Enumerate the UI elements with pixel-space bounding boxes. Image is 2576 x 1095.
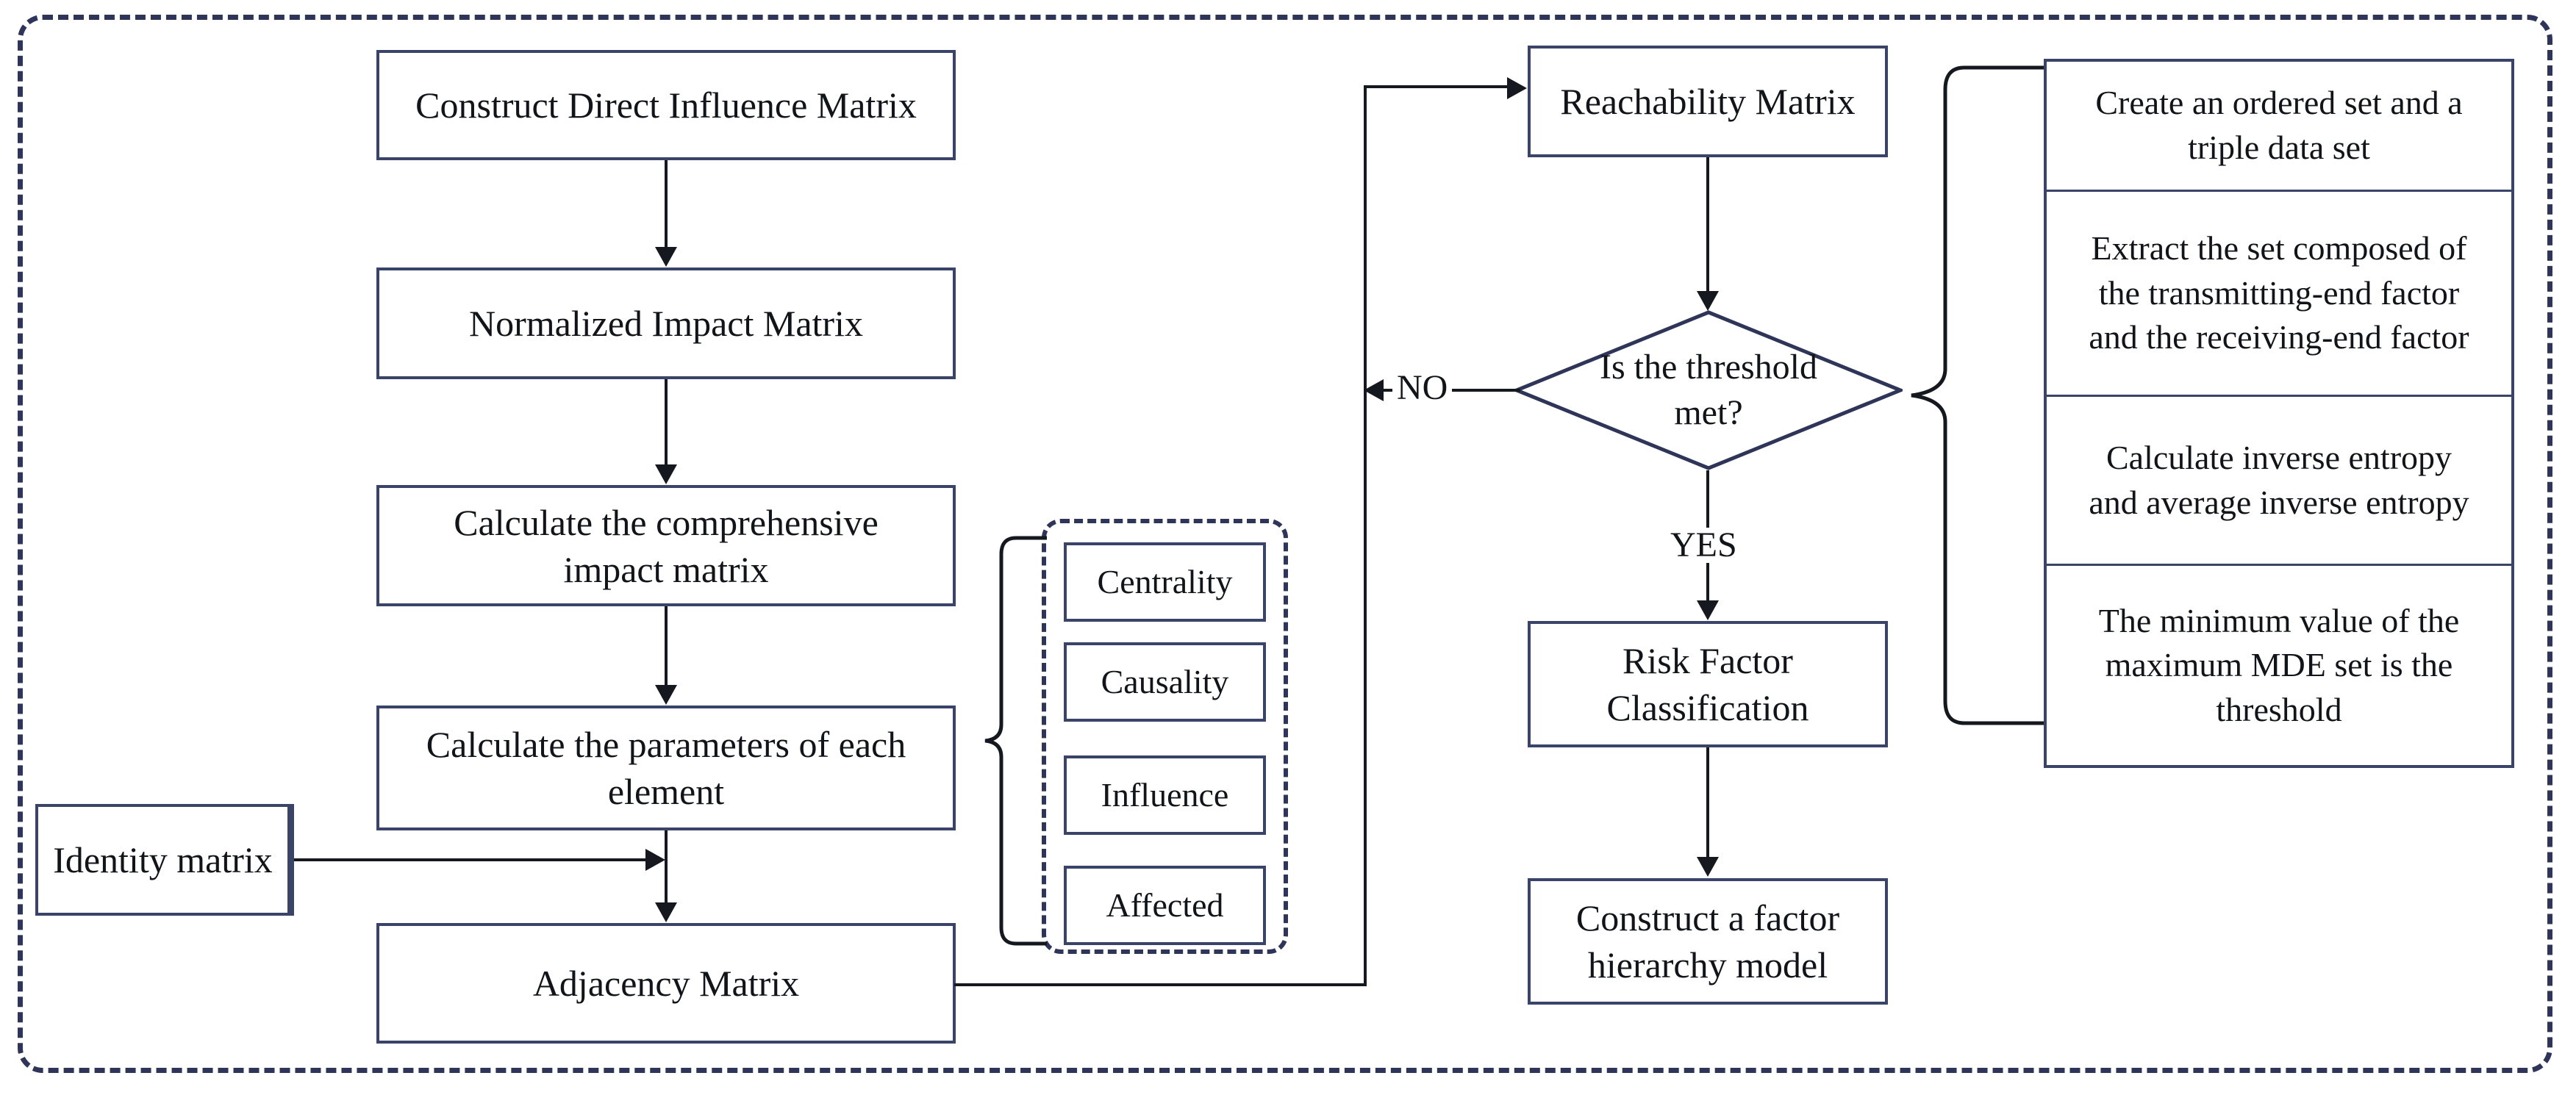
node-label: Reachability Matrix [1560,81,1856,122]
node-label: Causality [1101,662,1229,700]
connector-comprehensive-to-parameters [665,606,668,687]
parameter-group-brace [984,536,1047,946]
arrowhead-decision-no [1364,379,1384,401]
node-label: Affected [1106,886,1224,924]
arrowhead-parameters-to-adjacency [655,902,677,922]
node-comprehensive-impact-matrix[interactable]: Calculate the comprehensive impact matri… [376,485,956,606]
arrowhead-reachability-to-decision [1697,291,1719,311]
node-identity-matrix[interactable]: Identity matrix [35,804,294,916]
node-normalized-impact-matrix[interactable]: Normalized Impact Matrix [376,268,956,379]
node-label: Adjacency Matrix [532,963,800,1004]
arrowhead-risk-to-hierarchy [1697,857,1719,877]
panel-step-inverse-entropy[interactable]: Calculate inverse entropy and average in… [2047,397,2511,567]
node-label: Construct Direct Influence Matrix [415,85,917,126]
arrowhead-comprehensive-to-parameters [655,685,677,705]
connector-normalized-to-comprehensive [665,379,668,466]
connector-reachability-to-decision [1706,157,1709,293]
node-causality[interactable]: Causality [1064,642,1266,722]
node-label: Calculate the comprehensive impact matri… [454,501,879,590]
panel-step-create-ordered-set[interactable]: Create an ordered set and a triple data … [2047,62,2511,192]
arrowhead-identity-to-adjacency [645,849,665,871]
panel-step-minimum-mde[interactable]: The minimum value of the maximum MDE set… [2047,566,2511,765]
threshold-panel-brace [1911,65,2045,725]
feedback-loop-top [1364,85,1507,88]
node-reachability-matrix[interactable]: Reachability Matrix [1528,46,1888,157]
node-decision-threshold[interactable]: Is the threshold met? [1514,310,1903,470]
outer-dashed-frame [18,15,2552,1073]
node-centrality[interactable]: Centrality [1064,542,1266,622]
panel-step-label: Extract the set composed of the transmit… [2089,229,2469,356]
node-risk-factor-classification[interactable]: Risk Factor Classification [1528,621,1888,747]
feedback-loop-bottom [954,983,1367,986]
arrowhead-feedback-to-reachability [1507,77,1527,99]
node-label: Identity matrix [53,839,273,880]
node-label: Is the threshold met? [1600,347,1817,432]
edge-label-yes: YES [1666,528,1742,563]
node-calculate-parameters[interactable]: Calculate the parameters of each element [376,706,956,830]
node-label: Calculate the parameters of each element [426,724,906,812]
node-affected[interactable]: Affected [1064,866,1266,945]
node-label: Construct a factor hierarchy model [1575,897,1840,986]
connector-risk-to-hierarchy [1706,747,1709,859]
feedback-loop-vertical [1364,85,1367,986]
parameter-group-dashed-box [1042,519,1288,954]
node-adjacency-matrix[interactable]: Adjacency Matrix [376,923,956,1044]
panel-step-extract-set[interactable]: Extract the set composed of the transmit… [2047,192,2511,398]
edge-label-no: NO [1392,370,1453,406]
node-construct-direct-influence-matrix[interactable]: Construct Direct Influence Matrix [376,50,956,160]
threshold-computation-panel: Create an ordered set and a triple data … [2044,59,2514,768]
node-construct-hierarchy-model[interactable]: Construct a factor hierarchy model [1528,878,1888,1005]
panel-step-label: The minimum value of the maximum MDE set… [2098,601,2460,728]
arrowhead-construct-to-normalized [655,247,677,267]
node-influence[interactable]: Influence [1064,755,1266,835]
connector-parameters-to-adjacency [665,830,668,904]
panel-step-label: Create an ordered set and a triple data … [2095,84,2463,166]
connector-construct-to-normalized [665,160,668,247]
node-label: Influence [1101,775,1229,814]
arrowhead-decision-yes [1697,600,1719,620]
node-label: Normalized Impact Matrix [469,303,863,344]
panel-step-label: Calculate inverse entropy and average in… [2089,439,2469,521]
arrowhead-normalized-to-comprehensive [655,464,677,484]
connector-identity-to-adjacency [294,858,645,861]
node-label: Centrality [1097,562,1233,600]
node-label: Risk Factor Classification [1606,640,1809,728]
